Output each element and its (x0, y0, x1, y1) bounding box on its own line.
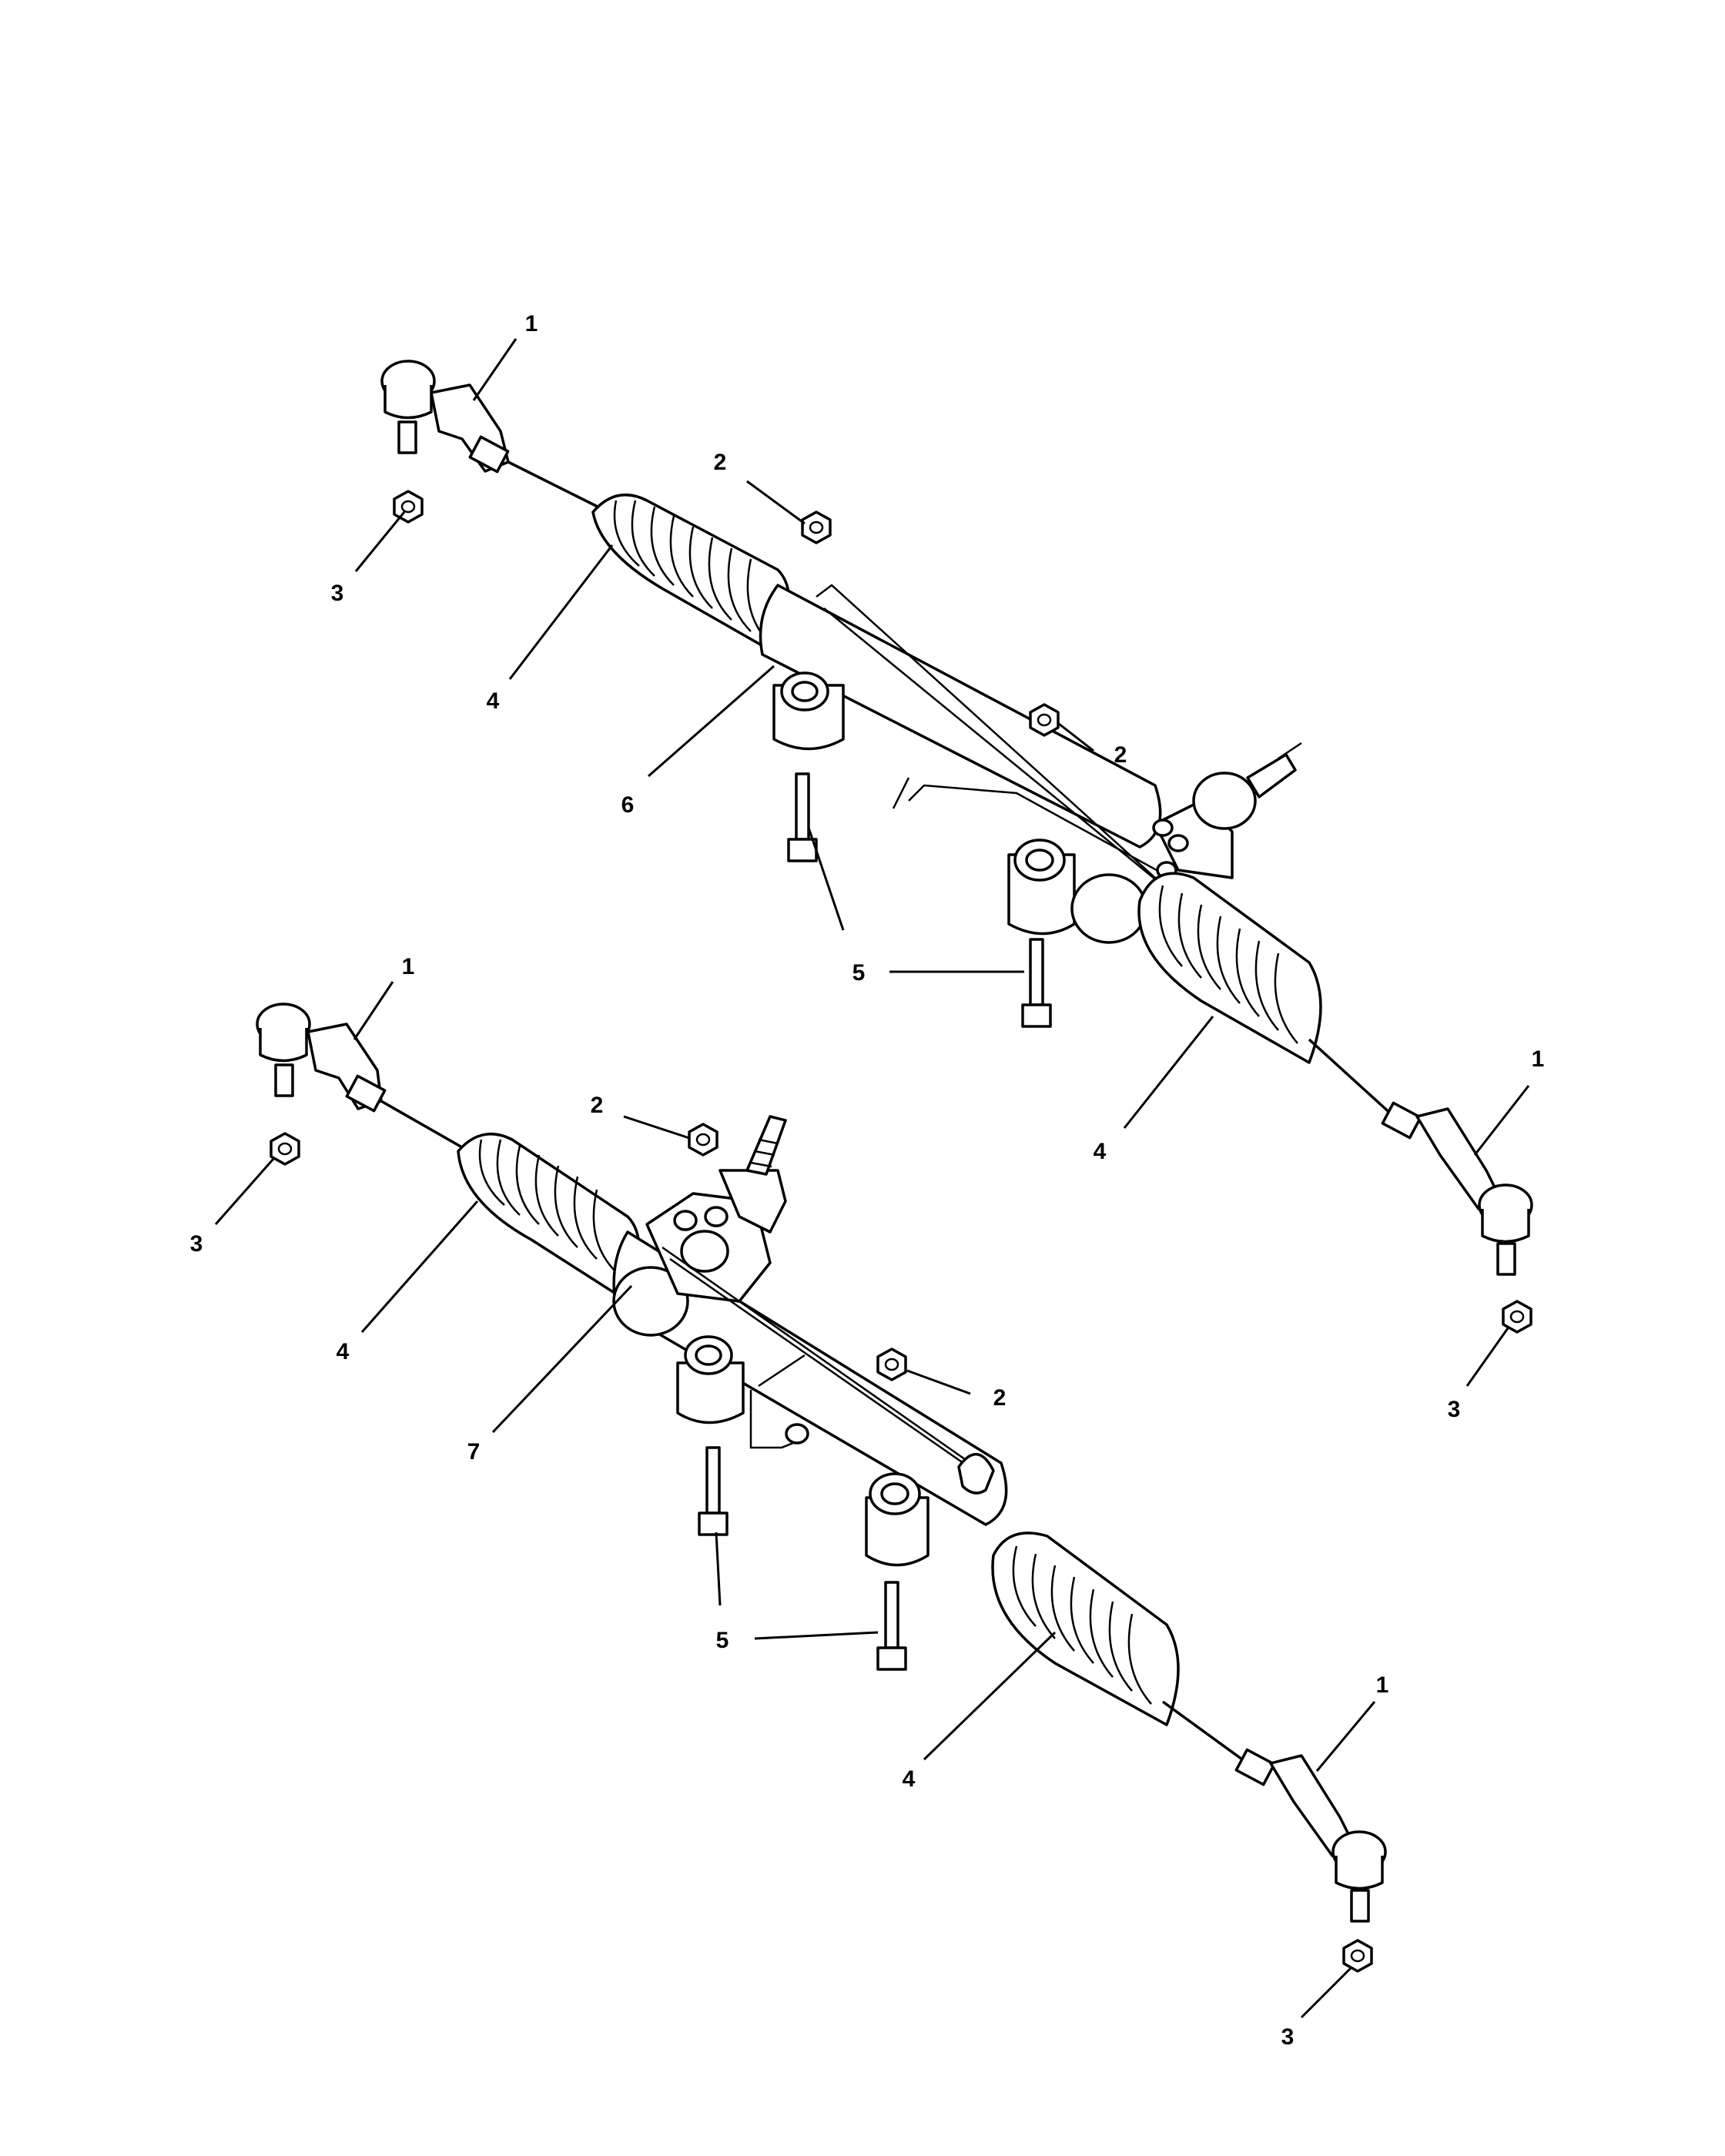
upper-bolt-right (1021, 938, 1052, 1028)
lower-rack-housing (612, 1115, 1008, 1567)
lower-callout-nut-mid: 2 (993, 1385, 1007, 1411)
lower-assembly: 1 2 3 4 7 2 5 4 1 3 (190, 954, 1389, 2050)
lower-callout-rack-housing: 7 (467, 1439, 481, 1465)
upper-assembly: 1 2 3 4 6 2 5 4 1 3 (331, 311, 1545, 1422)
upper-callout-boot-left: 4 (487, 688, 500, 714)
lower-bolt-left (698, 1446, 729, 1536)
upper-right-boot (1137, 872, 1322, 1064)
upper-callout-tie-rod-end-left: 1 (525, 311, 538, 336)
upper-callout-tie-rod-end-right: 1 (1532, 1046, 1545, 1072)
lower-right-tie-rod-end (1234, 1748, 1387, 1923)
lower-left-tie-rod-shaft (380, 1100, 463, 1149)
lower-callout-tie-rod-end-left: 1 (402, 954, 415, 979)
lower-right-boot (991, 1532, 1180, 1726)
upper-left-tie-rod-shaft (507, 460, 601, 510)
upper-rack-housing (759, 584, 1302, 944)
lower-callout-nut-left: 3 (190, 1231, 203, 1257)
lower-callout-tie-rod-end-right: 1 (1376, 1672, 1389, 1698)
upper-nut-mid (1029, 703, 1060, 737)
lower-nut-top (688, 1123, 718, 1157)
upper-right-tie-rod-end (1381, 1101, 1533, 1276)
upper-left-tie-rod-end (380, 360, 510, 474)
lower-left-boot (457, 1133, 641, 1303)
lower-callout-nut-top: 2 (591, 1093, 604, 1118)
lower-right-tie-rod-shaft (1161, 1700, 1249, 1765)
lower-bolt-right (876, 1581, 907, 1671)
upper-nut-top (801, 511, 832, 544)
upper-nut-right (1502, 1300, 1532, 1334)
upper-bolt-left (787, 772, 818, 862)
upper-callout-boot-right: 4 (1094, 1139, 1107, 1164)
lower-nut-mid (876, 1348, 907, 1381)
upper-callout-bolt: 5 (852, 960, 866, 986)
lower-callout-nut-right: 3 (1281, 2024, 1295, 2050)
lower-nut-left (270, 1132, 300, 1166)
upper-callout-nut-top: 2 (714, 450, 727, 475)
lower-callout-boot-left: 4 (337, 1339, 350, 1364)
upper-callout-nut-mid: 2 (1114, 742, 1127, 768)
lower-nut-right (1342, 1939, 1373, 1973)
upper-right-tie-rod-shaft (1308, 1038, 1395, 1118)
upper-callout-rack-housing: 6 (621, 792, 635, 818)
upper-callout-nut-left: 3 (331, 581, 344, 606)
lower-callout-bolt: 5 (716, 1628, 729, 1653)
lower-left-tie-rod-end (256, 1003, 387, 1113)
lower-callout-boot-right: 4 (903, 1766, 916, 1792)
upper-callout-nut-right: 3 (1448, 1397, 1461, 1422)
